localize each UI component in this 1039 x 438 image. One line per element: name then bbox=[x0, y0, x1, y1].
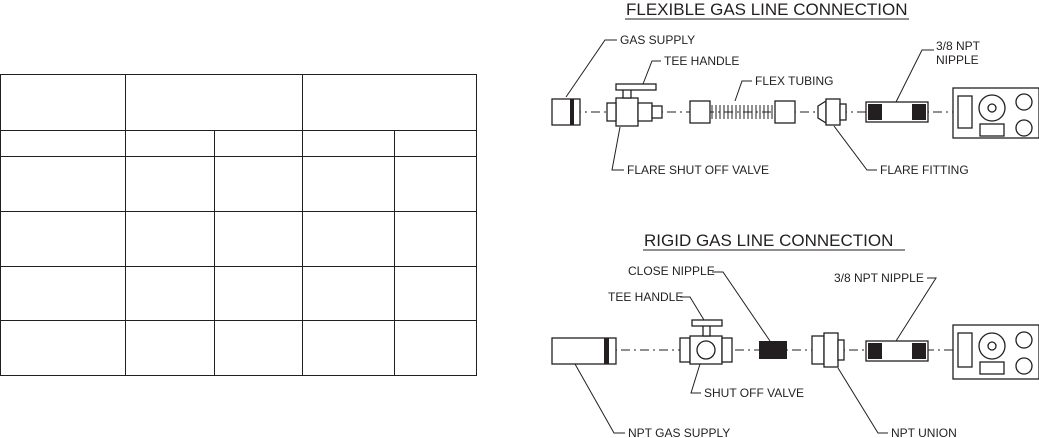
table-cell bbox=[0, 211, 126, 267]
npt-nipple bbox=[865, 101, 929, 123]
rigid-tee-handle-label: TEE HANDLE bbox=[608, 290, 683, 304]
close-nipple-leader bbox=[712, 271, 771, 342]
table-cell bbox=[0, 156, 126, 213]
npt-nipple-label-line2: NIPPLE bbox=[936, 53, 979, 67]
table-cell bbox=[125, 156, 215, 213]
flex-tubing bbox=[689, 100, 796, 124]
flex-tubing-leader bbox=[734, 80, 752, 102]
flexible-labels: GAS SUPPLY TEE HANDLE FLEX TUBING 3/8 NP… bbox=[565, 33, 981, 177]
tee-handle-label: TEE HANDLE bbox=[664, 54, 739, 68]
flexible-connection-diagram: FLEXIBLE GAS LINE CONNECTION bbox=[551, 0, 1039, 177]
table-row bbox=[0, 156, 477, 213]
rigid-title: RIGID GAS LINE CONNECTION bbox=[644, 231, 893, 250]
table-cell bbox=[394, 319, 477, 377]
table-cell bbox=[394, 211, 477, 267]
shut-off-valve-label: SHUT OFF VALVE bbox=[704, 386, 804, 400]
rigid-labels: CLOSE NIPPLE TEE HANDLE 3/8 NPT NIPPLE S… bbox=[574, 264, 957, 438]
rigid-tee-handle bbox=[691, 319, 723, 337]
gas-supply-leader bbox=[565, 39, 617, 98]
flare-fitting-label: FLARE FITTING bbox=[880, 163, 969, 177]
npt-nipple-leader bbox=[895, 49, 934, 103]
table-row bbox=[0, 265, 477, 321]
rigid-connection-diagram: RIGID GAS LINE CONNECTION bbox=[551, 231, 1039, 438]
table-row bbox=[0, 211, 477, 267]
table-cell bbox=[0, 265, 126, 321]
rigid-npt-nipple-leader bbox=[895, 277, 937, 342]
table-cell bbox=[0, 319, 126, 377]
table-cell bbox=[394, 156, 477, 213]
gas-supply-label: GAS SUPPLY bbox=[620, 33, 695, 47]
npt-nipple-label-line1: 3/8 NPT bbox=[936, 39, 981, 53]
tee-handle bbox=[615, 83, 657, 99]
tee-handle-leader bbox=[642, 60, 661, 85]
flare-fitting bbox=[817, 98, 847, 126]
flare-shut-off-valve-leader bbox=[611, 126, 624, 171]
npt-union bbox=[811, 332, 845, 368]
flare-shut-off-valve-label: FLARE SHUT OFF VALVE bbox=[627, 163, 769, 177]
npt-nipple-label: 3/8 NPT NIPPLE bbox=[834, 271, 924, 285]
npt-union-label: NPT UNION bbox=[891, 426, 957, 438]
close-nipple bbox=[759, 341, 787, 359]
flexible-title: FLEXIBLE GAS LINE CONNECTION bbox=[626, 0, 908, 19]
table-row bbox=[0, 319, 477, 377]
flex-coil bbox=[711, 105, 773, 119]
rigid-tee-handle-leader bbox=[680, 296, 705, 321]
table-cell bbox=[302, 211, 395, 267]
gas-supply-pipe bbox=[551, 98, 581, 126]
gas-valve bbox=[952, 87, 1039, 139]
shut-off-valve-leader bbox=[690, 363, 701, 394]
table-cell bbox=[125, 73, 303, 132]
rigid-npt-nipple bbox=[865, 340, 929, 362]
table-cell bbox=[302, 73, 477, 132]
table-cell bbox=[302, 319, 395, 377]
rigid-gas-valve bbox=[952, 324, 1039, 380]
flex-tubing-label: FLEX TUBING bbox=[755, 74, 833, 88]
table-header-row bbox=[0, 73, 477, 132]
npt-union-leader bbox=[837, 367, 888, 434]
shut-off-valve bbox=[679, 335, 733, 365]
table-grid bbox=[0, 73, 477, 377]
table-cell bbox=[302, 130, 395, 158]
flare-shut-off-valve bbox=[606, 97, 663, 127]
close-nipple-label: CLOSE NIPPLE bbox=[628, 264, 715, 278]
npt-gas-supply-label: NPT GAS SUPPLY bbox=[628, 426, 730, 438]
flare-fitting-leader bbox=[833, 125, 877, 171]
table-cell bbox=[0, 73, 126, 132]
empty-table bbox=[0, 73, 477, 377]
table-cell bbox=[214, 130, 303, 158]
table-cell bbox=[302, 156, 395, 213]
npt-gas-supply-pipe bbox=[551, 337, 617, 365]
table-cell bbox=[214, 319, 303, 377]
table-cell bbox=[214, 156, 303, 213]
npt-gas-supply-leader bbox=[574, 363, 625, 434]
table-cell bbox=[125, 265, 215, 321]
